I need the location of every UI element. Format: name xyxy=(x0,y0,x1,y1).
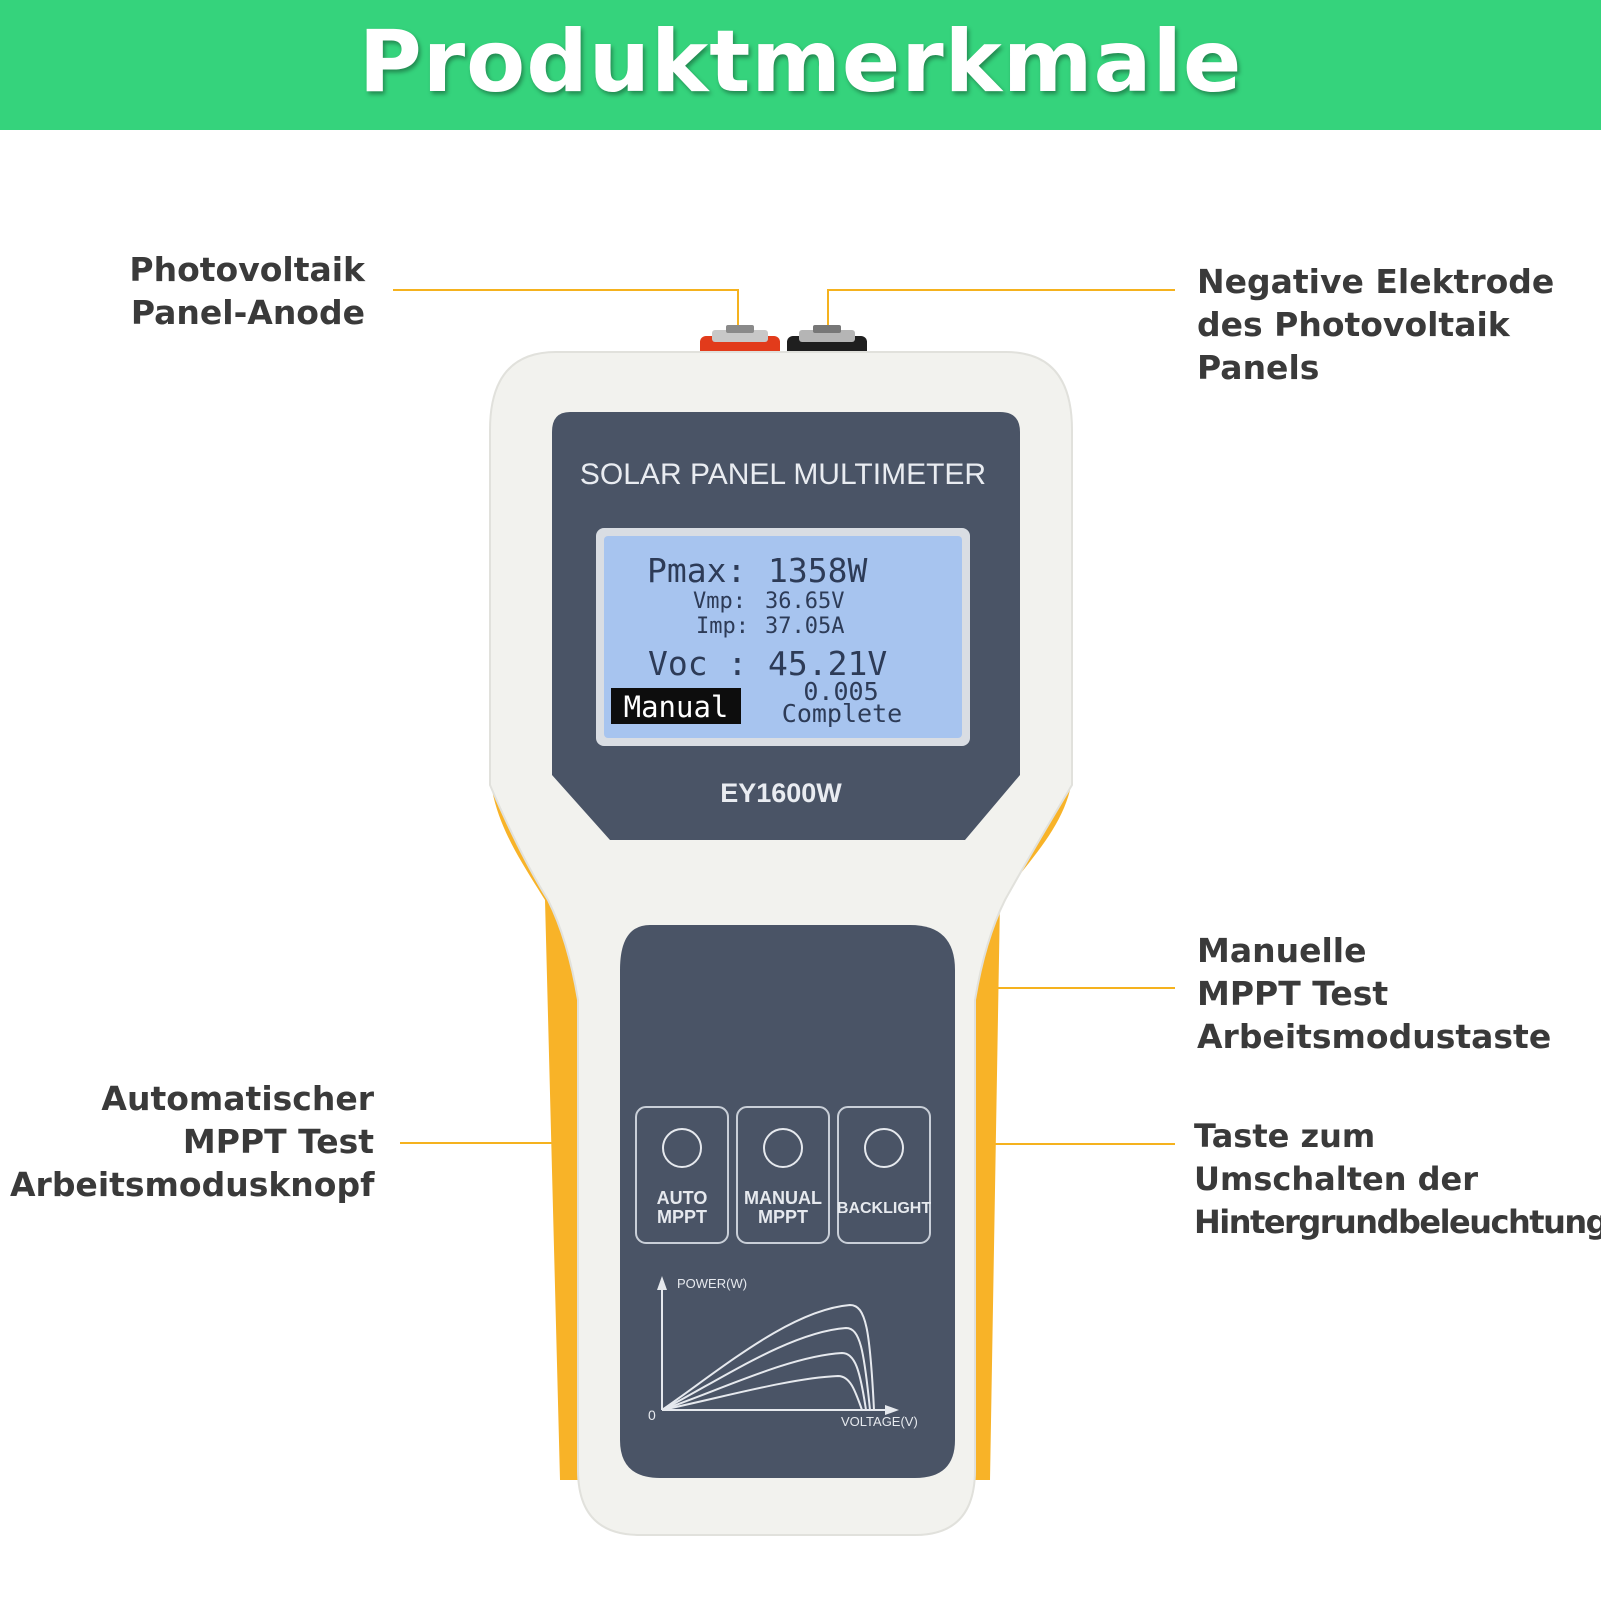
graph-y-label: POWER(W) xyxy=(677,1276,747,1291)
callout-anode-line-2: Panel-Anode xyxy=(130,293,365,332)
cathode-leader-line xyxy=(827,289,1175,338)
callout-cathode-line-1: Negative Elektrode xyxy=(1197,262,1555,301)
pv-curve-graphic xyxy=(657,1276,899,1415)
lcd-voc-label: Voc : xyxy=(648,644,747,683)
callout-manual-line-1: Manuelle xyxy=(1197,931,1367,970)
lcd-screen xyxy=(604,536,962,738)
graph-x-label: VOLTAGE(V) xyxy=(841,1414,918,1429)
callout-manual-line-2: MPPT Test xyxy=(1197,974,1389,1013)
lcd-vmp-label: Vmp: xyxy=(693,589,746,614)
backlight-label: BACKLIGHT xyxy=(837,1200,931,1217)
callout-cathode-line-2: des Photovoltaik xyxy=(1197,305,1510,344)
callout-anode: Photovoltaik Panel-Anode xyxy=(100,248,365,334)
callout-manual: Manuelle MPPT Test Arbeitsmodustaste xyxy=(1197,929,1551,1058)
callout-anode-line-1: Photovoltaik xyxy=(129,250,365,289)
callout-auto-line-3: Arbeitsmodusknopf xyxy=(10,1165,375,1204)
header-banner: Produktmerkmale xyxy=(0,0,1601,130)
backlight-button[interactable]: BACKLIGHT xyxy=(837,1106,931,1244)
lcd-mode: Manual xyxy=(624,690,729,724)
callout-backlight-line-3: Hintergrundbeleuchtung xyxy=(1194,1203,1601,1241)
auto-mppt-label-2: MPPT xyxy=(657,1207,707,1227)
manual-mppt-label-1: MANUAL xyxy=(744,1188,822,1208)
callout-backlight: Taste zum Umschalten der Hintergrundbele… xyxy=(1194,1115,1601,1244)
callout-backlight-line-1: Taste zum xyxy=(1194,1117,1376,1155)
graph-origin-label: 0 xyxy=(648,1407,656,1423)
lcd-voc-value: 45.21V xyxy=(768,644,887,683)
lcd-pmax-value: 1358W xyxy=(768,551,867,590)
manual-mppt-label-2: MPPT xyxy=(758,1207,808,1227)
lcd-vmp-value: 36.65V xyxy=(765,589,844,614)
callout-cathode: Negative Elektrode des Photovoltaik Pane… xyxy=(1197,260,1554,389)
control-panel xyxy=(620,925,955,1478)
callout-backlight-line-2: Umschalten der xyxy=(1194,1160,1478,1198)
lcd-imp-value: 37.05A xyxy=(765,614,844,639)
lcd-pmax-label: Pmax: xyxy=(647,551,746,590)
callout-auto-line-1: Automatischer xyxy=(101,1079,374,1118)
page-title: Produktmerkmale xyxy=(358,12,1243,112)
lcd-status: Complete xyxy=(782,699,902,728)
device-title: SOLAR PANEL MULTIMETER xyxy=(580,458,986,491)
lcd-imp-label: Imp: xyxy=(696,614,749,639)
device-model: EY1600W xyxy=(720,778,842,808)
callout-cathode-line-3: Panels xyxy=(1197,348,1320,387)
callout-auto-line-2: MPPT Test xyxy=(182,1122,374,1161)
callout-auto: Automatischer MPPT Test Arbeitsmodusknop… xyxy=(10,1077,374,1206)
lcd-mode-highlight xyxy=(611,688,741,724)
auto-mppt-label-1: AUTO xyxy=(657,1188,708,1208)
manual-mppt-button[interactable]: MANUAL MPPT xyxy=(736,1106,830,1244)
callout-manual-line-3: Arbeitsmodustaste xyxy=(1197,1017,1552,1056)
auto-mppt-button[interactable]: AUTO MPPT xyxy=(635,1106,729,1244)
lcd-small-value: 0.005 xyxy=(803,677,878,706)
anode-leader-line xyxy=(393,289,739,338)
